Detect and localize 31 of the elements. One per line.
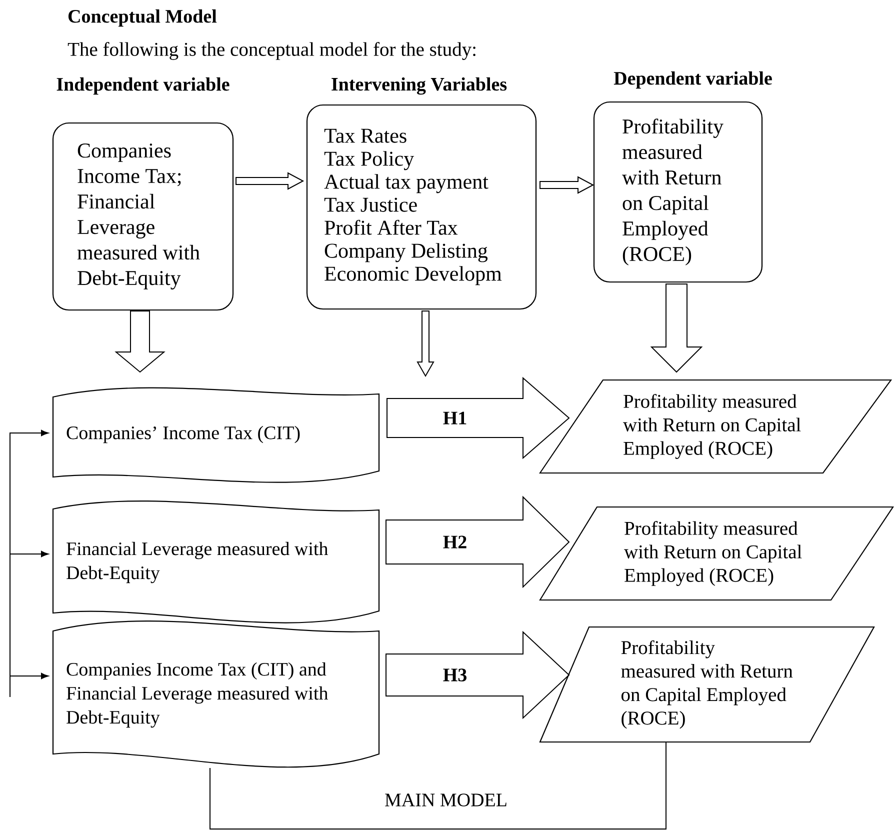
column-heading: Intervening Variables [332,77,507,95]
node-label: Tax Rates [324,128,406,143]
edge-label: H1 [441,410,469,426]
intro-text: The following is the conceptual model for the study: [68,42,476,60]
heading: Conceptual Model [68,9,217,27]
rounded-box: Companies Income Tax; Financial Leverage measured with Debt-Equity [52,122,234,311]
rounded-box: Profitability measured with Return on Capital Employed (ROCE) [593,101,763,283]
block-arrow [540,176,594,194]
edge-label: MAIN MODEL [383,792,509,808]
edge-label: H3 [441,667,469,683]
block-arrow [650,284,703,373]
node-label: Actual tax payment [324,174,488,194]
block-arrow [386,376,570,460]
parallelogram: Profitability measured with Return on Capital Employed (ROCE) [539,626,875,743]
block-arrow [386,630,570,720]
connector-line [210,742,666,830]
node-label: Economic Developm [324,266,502,286]
node-label: Profit After Tax [324,220,458,235]
rounded-box: Tax Rates Tax Policy Actual tax payment Tax Justice Profit After Tax Company Delisting Economic Developm [306,104,537,310]
block-arrow [236,172,304,190]
node-label: Tax Justice [324,198,417,212]
block-arrow [386,496,570,588]
column-heading: Independent variable [56,77,230,95]
block-arrow [114,310,166,373]
node-label: Company Delisting [324,243,488,262]
column-heading: Dependent variable [614,71,772,89]
node-label: Tax Policy [324,151,414,170]
edge-label: H2 [441,534,469,550]
arrow [10,672,49,698]
block-arrow [416,310,434,377]
parallelogram: Profitability measured with Return on Capital Employed (ROCE) [539,506,894,601]
